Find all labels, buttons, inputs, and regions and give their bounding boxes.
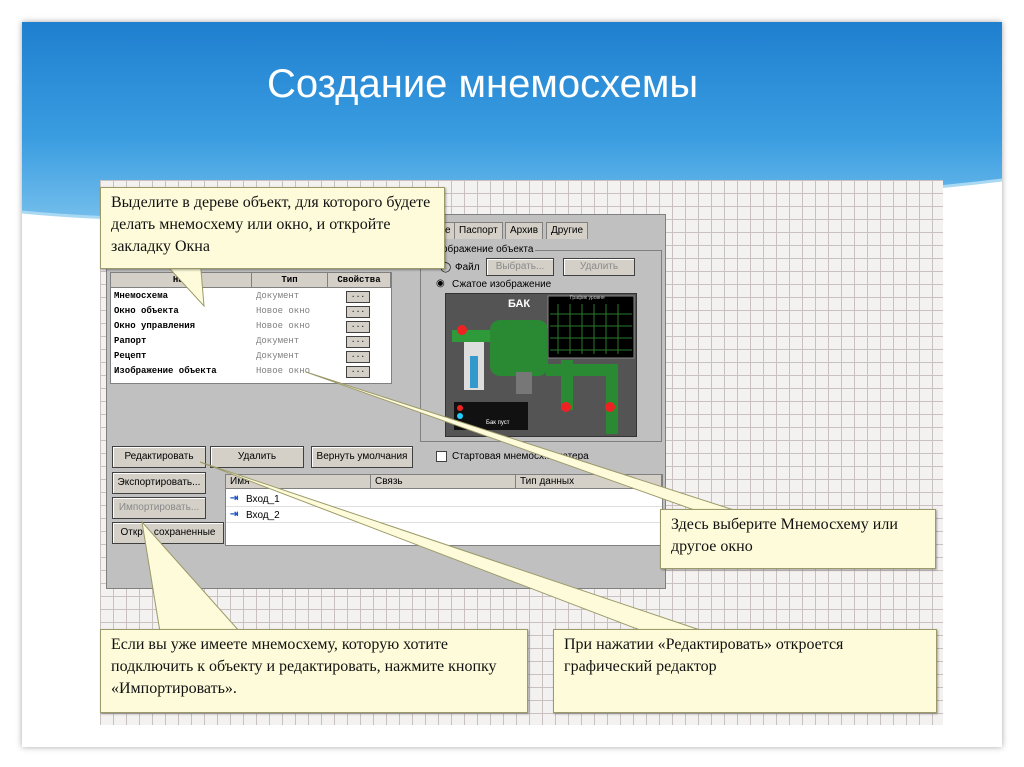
list-item-type: Новое окно [256,366,311,376]
list-item[interactable]: Изображение объекта Новое окно ... [111,364,391,379]
preview-chart-title: График уровня [570,295,605,301]
open-saved-button[interactable]: Откр... сохраненные [112,522,224,544]
properties-button[interactable]: ... [346,366,370,378]
properties-button[interactable]: ... [346,336,370,348]
table-row[interactable]: ⇥ Вход_1 [226,491,662,507]
delete-button[interactable]: Удалить [210,446,304,468]
select-window-callout: Здесь выберите Мнемосхему или другое окн… [660,509,936,569]
column-header-data-type[interactable]: Тип данных [516,475,662,489]
list-item-name: Рецепт [114,351,147,361]
restore-defaults-button[interactable]: Вернуть умолчания [311,446,413,468]
mnemonic-preview: БАК График уровня Бак пуст [445,293,637,437]
column-header-type[interactable]: Тип [252,273,328,288]
file-label: Файл [455,262,480,273]
column-header-properties[interactable]: Свойства [328,273,391,288]
list-item[interactable]: Рецепт Документ ... [111,349,391,364]
list-item[interactable]: Окно объекта Новое окно ... [111,304,391,319]
list-item[interactable]: Рапорт Документ ... [111,334,391,349]
file-radio[interactable]: ◯ [440,262,452,273]
browse-button[interactable]: Выбрать... [486,258,554,276]
list-item[interactable]: Окно управления Новое окно ... [111,319,391,334]
tab-archive[interactable]: Архив [505,222,544,239]
column-header-link[interactable]: Связь [371,475,516,489]
table-row[interactable]: ⇥ Вход_2 [226,507,662,523]
image-delete-button[interactable]: Удалить [563,258,635,276]
parameters-table: Имя Связь Тип данных ⇥ Вход_1 ⇥ Вход_2 [225,474,663,546]
column-header-param-name[interactable]: Имя [226,475,371,489]
startup-checkbox[interactable] [436,451,447,462]
input-arrow-icon: ⇥ [230,509,239,520]
properties-button[interactable]: ... [346,306,370,318]
object-image-group-title: ображение объекта [440,244,536,255]
column-header-name[interactable]: Наз [111,273,252,288]
list-item-name: Окно управления [114,321,196,331]
edit-button[interactable]: Редактировать [112,446,206,468]
window-list: Наз Тип Свойства Мнемосхема Документ ...… [110,272,392,384]
list-item-name: Изображение объекта [114,366,217,376]
list-item[interactable]: Мнемосхема Документ ... [111,289,391,304]
list-item-type: Новое окно [256,306,311,316]
tank-preview-drawing [452,295,635,434]
tab-passport[interactable]: Паспорт [454,222,503,239]
list-item-type: Документ [256,351,300,361]
compressed-label: Сжатое изображение [452,279,552,290]
slide-title: Создание мнемосхемы [267,62,699,106]
export-button[interactable]: Экспортировать... [112,472,206,494]
list-item-type: Документ [256,336,300,346]
preview-title: БАК [508,298,531,310]
list-item-name: Мнемосхема [114,291,169,301]
preview-alarm-text: Бак пуст [486,420,510,426]
import-hint-callout: Если вы уже имеете мнемосхему, которую х… [100,629,528,713]
properties-button[interactable]: ... [346,321,370,333]
list-item-type: Документ [256,291,300,301]
input-arrow-icon: ⇥ [230,493,239,504]
param-name: Вход_2 [246,510,280,521]
list-item-name: Окно объекта [114,306,179,316]
tab-other[interactable]: Другие [546,222,589,239]
tree-hint-callout: Выделите в дереве объект, для которого б… [100,187,445,269]
compressed-radio[interactable]: ◉ [436,278,445,289]
param-name: Вход_1 [246,494,280,505]
list-item-type: Новое окно [256,321,311,331]
edit-hint-callout: При нажатии «Редактировать» откроется гр… [553,629,937,713]
properties-button[interactable]: ... [346,291,370,303]
list-item-name: Рапорт [114,336,147,346]
import-button[interactable]: Импортировать... [112,497,206,519]
properties-button[interactable]: ... [346,351,370,363]
startup-checkbox-label: Стартовая мнемосх... ьютера [452,451,589,462]
